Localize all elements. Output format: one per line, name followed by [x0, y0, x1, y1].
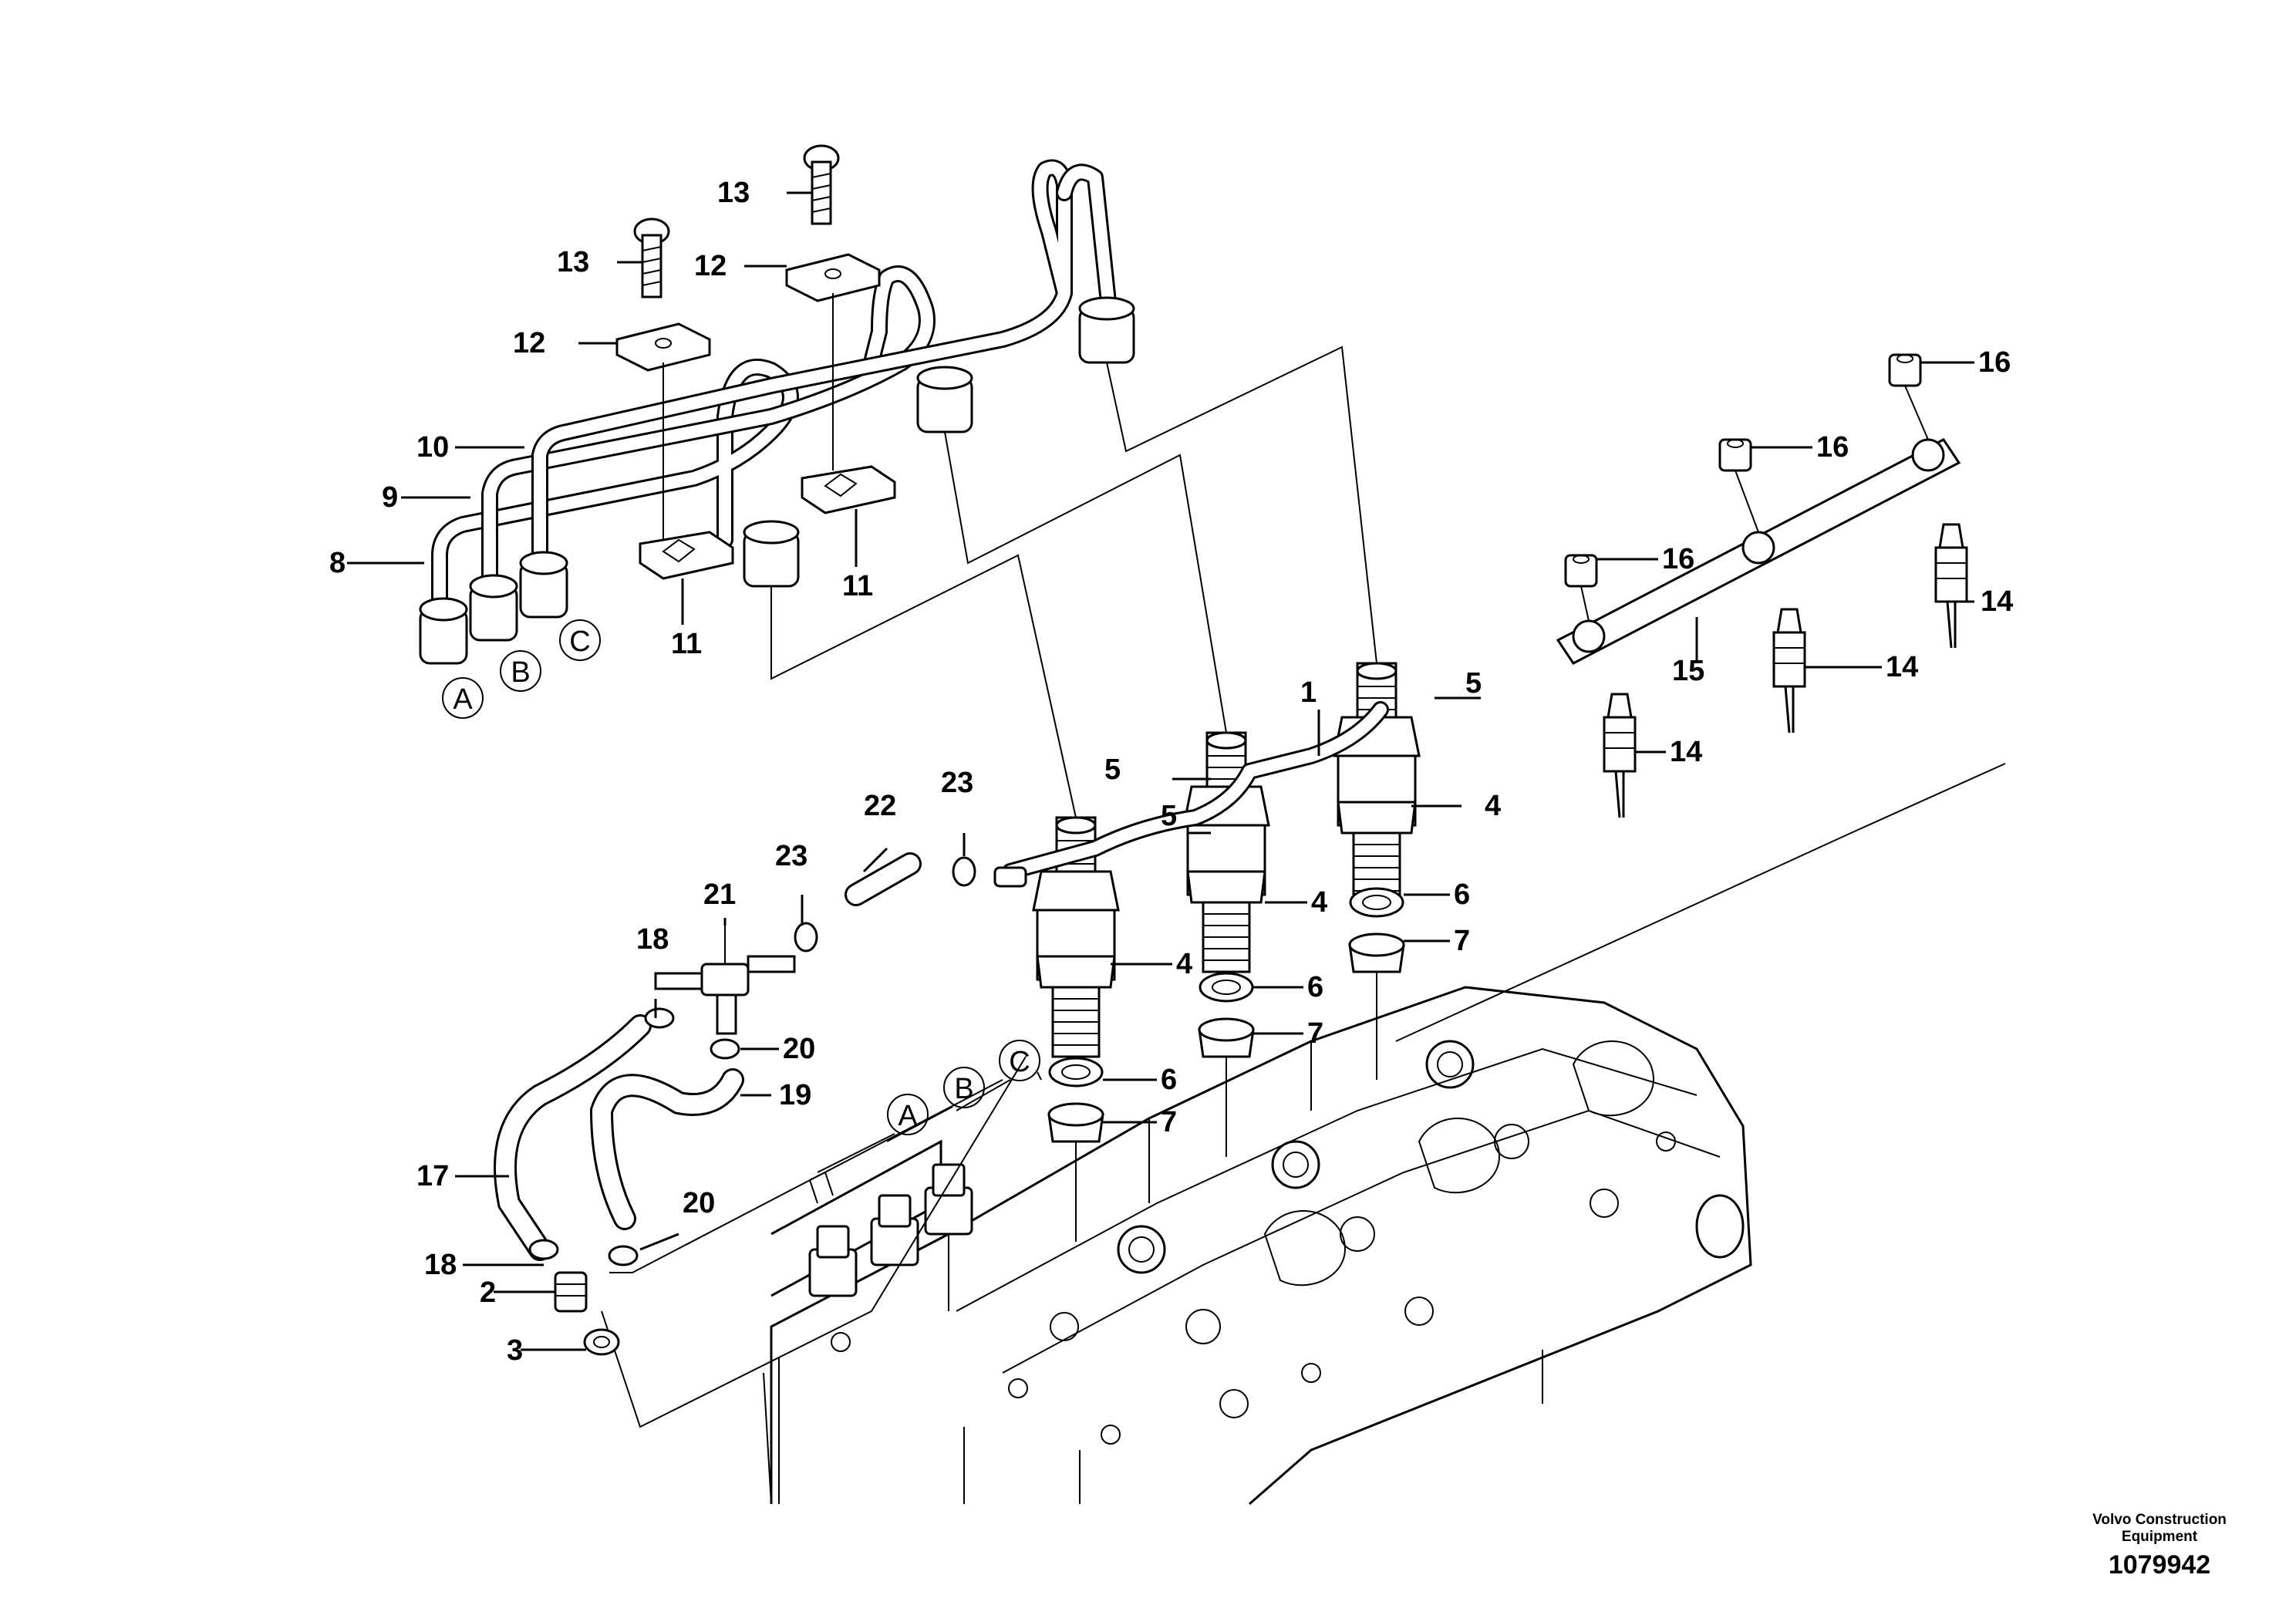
callout-3: 3: [507, 1334, 523, 1367]
reference-number: 1079942: [2108, 1550, 2211, 1580]
callout-11-left: 11: [671, 628, 702, 660]
svg-text:B: B: [511, 656, 530, 689]
callout-4-middle: 4: [1311, 886, 1327, 919]
svg-text:B: B: [954, 1073, 973, 1105]
callout-1: 1: [1300, 676, 1317, 709]
callout-18-bottom: 18: [424, 1249, 457, 1281]
callout-16-right: 16: [1978, 346, 2011, 379]
svg-text:C: C: [569, 626, 590, 658]
callout-4-right: 4: [1485, 790, 1501, 822]
callout-20-top: 20: [783, 1033, 815, 1065]
pipe-nut-b: [469, 574, 518, 642]
callout-14-middle: 14: [1886, 651, 1918, 683]
callout-17: 17: [416, 1160, 449, 1192]
leader-lines: [347, 191, 1974, 1351]
callout-labels: 1 2 3 4 4 4 5 5 5 5 6 6 6 7 7 7 8 9 10 1…: [329, 177, 2013, 1367]
callout-2: 2: [480, 1276, 496, 1309]
pipe-nut-2: [916, 366, 973, 433]
callout-21: 21: [703, 878, 736, 911]
callout-13-right: 13: [717, 177, 750, 209]
callout-16-middle: 16: [1816, 431, 1849, 464]
circled-letter-a-bottom: A: [887, 1094, 929, 1135]
washers: [1047, 887, 1405, 1143]
callout-5-right: 5: [1465, 667, 1482, 700]
callout-14-left: 14: [1670, 736, 1702, 768]
pipe-nut-c: [519, 551, 568, 619]
callout-7-middle: 7: [1307, 1017, 1323, 1050]
pipe-nut-1: [743, 520, 800, 588]
glow-plugs: [1603, 523, 1968, 818]
screw-13-left: [633, 218, 670, 298]
callout-14-right: 14: [1981, 585, 2013, 618]
callout-7-right: 7: [1454, 925, 1470, 957]
cylinder-head: [763, 986, 1752, 1506]
pipe-nut-3: [1078, 296, 1135, 364]
guide-lines: [601, 346, 2006, 1428]
callout-23-top: 23: [941, 767, 973, 799]
injector-middle: [1182, 731, 1270, 973]
brand-label: Volvo Construction Equipment: [2092, 1512, 2227, 1545]
pipe-clamps: [615, 144, 896, 580]
callout-8: 8: [329, 547, 346, 579]
injection-pump-outlets: [770, 1139, 973, 1352]
callout-11-right: 11: [842, 570, 873, 602]
screw-13-right: [803, 144, 840, 225]
callout-6-right: 6: [1454, 878, 1470, 911]
callout-18-top: 18: [636, 923, 669, 956]
pipe-nut-a: [419, 597, 468, 665]
circled-letter-c-top: C: [559, 619, 601, 661]
callout-23-left: 23: [775, 840, 807, 872]
callout-5-leakoff: 5: [1161, 800, 1177, 832]
callout-10: 10: [416, 431, 449, 464]
callout-12-right: 12: [694, 250, 727, 282]
return-hoses: [494, 852, 1027, 1356]
callout-6-left: 6: [1161, 1064, 1177, 1096]
callout-19: 19: [779, 1079, 811, 1111]
glow-plug-connector: [1556, 438, 1961, 665]
svg-text:A: A: [453, 683, 473, 716]
callout-20-bottom: 20: [683, 1187, 715, 1219]
svg-text:C: C: [1009, 1046, 1030, 1078]
callout-6-middle: 6: [1307, 971, 1323, 1003]
callout-16-left: 16: [1662, 543, 1694, 575]
callout-13-left: 13: [557, 246, 589, 278]
callout-4-left: 4: [1176, 948, 1192, 980]
circled-letter-b-bottom: B: [943, 1067, 985, 1108]
callout-15: 15: [1672, 655, 1704, 687]
circled-letter-b-top: B: [500, 650, 541, 692]
callout-9: 9: [382, 481, 398, 514]
circled-letter-a-top: A: [442, 677, 484, 719]
connector-nuts: [1564, 353, 1929, 622]
callout-12-left: 12: [513, 327, 545, 359]
callout-22: 22: [864, 790, 896, 822]
injection-pipes: [419, 159, 1135, 665]
callout-7-left: 7: [1161, 1106, 1177, 1138]
callout-5-middle: 5: [1104, 754, 1121, 786]
injector-right: [1333, 662, 1421, 904]
circled-letter-c-bottom: C: [999, 1040, 1040, 1081]
